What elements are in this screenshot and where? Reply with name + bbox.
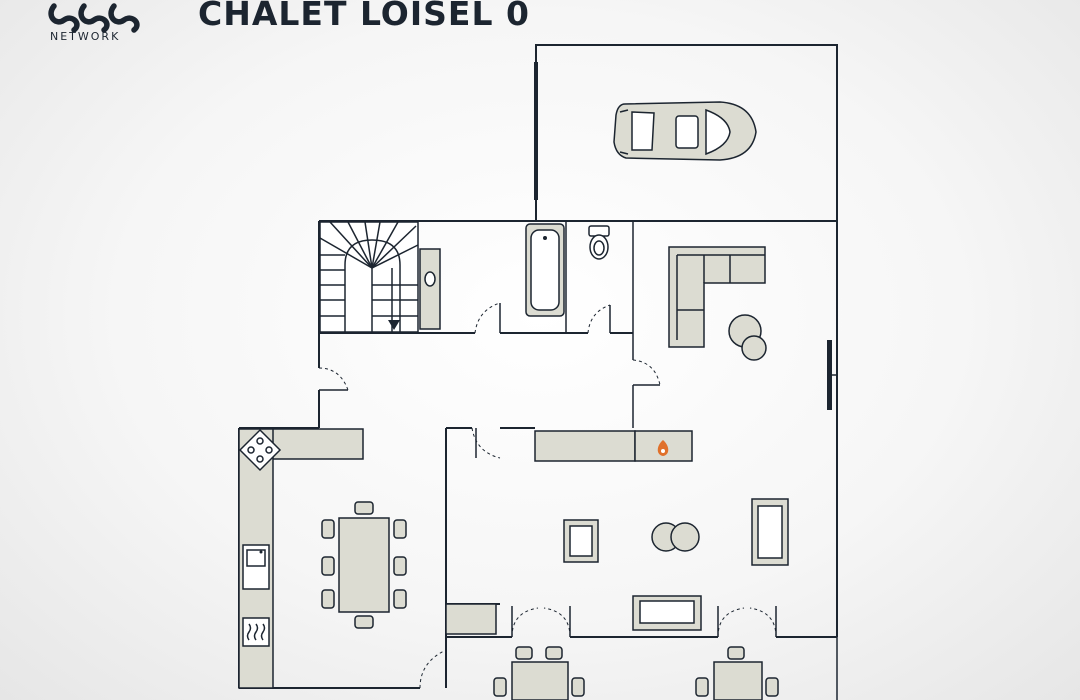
network-logo-icon: [48, 3, 140, 33]
coffee-table-icon: [651, 522, 700, 552]
sofa-icon: [632, 595, 702, 631]
oven-icon: [242, 617, 270, 647]
kitchen-sink-icon: [242, 544, 270, 590]
armchair-icon: [563, 519, 599, 563]
sofa-icon: [751, 498, 789, 566]
logo-wordmark: NETWORK: [50, 30, 121, 43]
chair-icon: [493, 646, 779, 697]
bathtub-icon: [525, 223, 565, 317]
dining-table-icon: [338, 517, 390, 613]
chair-icon: [321, 501, 407, 629]
tv-icon: [827, 340, 837, 410]
sink-icon: [419, 248, 441, 330]
toilet-icon: [588, 225, 610, 260]
page-title: CHALET LOISEL 0: [198, 0, 530, 33]
car-icon: [613, 101, 757, 161]
fireplace-icon: [534, 430, 693, 462]
sofa-icon: [668, 246, 766, 348]
stairs-icon: [319, 221, 419, 333]
dining-table-icon: [511, 661, 763, 700]
stove-icon: [238, 428, 282, 472]
door-icon: [318, 302, 777, 689]
coffee-table-icon: [728, 314, 767, 361]
kitchen-counter: [445, 603, 497, 635]
